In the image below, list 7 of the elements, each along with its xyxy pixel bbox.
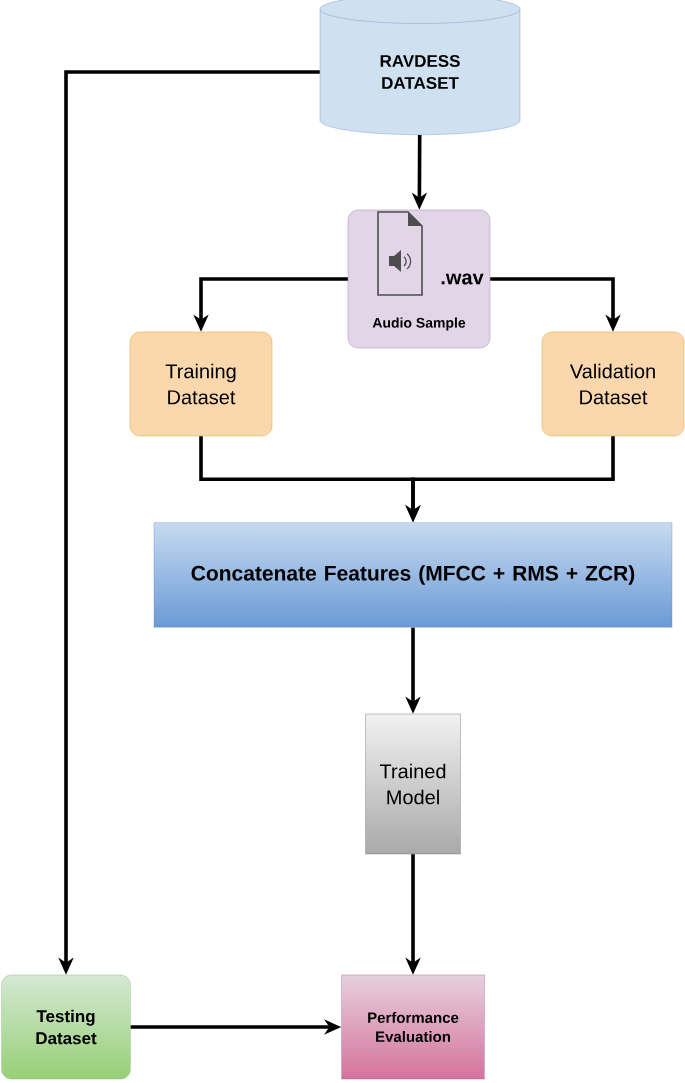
- database-cylinder: RAVDESS DATASET: [319, 0, 521, 135]
- process-box: Concatenate Features (MFCC + RMS + ZCR): [153, 522, 673, 628]
- process-box: Testing Dataset: [1, 974, 131, 1080]
- process-box: Training Dataset: [129, 331, 273, 437]
- process-box: Validation Dataset: [541, 331, 685, 437]
- model-box: Trained Model: [365, 713, 461, 855]
- process-box: Performance Evaluation: [341, 974, 485, 1080]
